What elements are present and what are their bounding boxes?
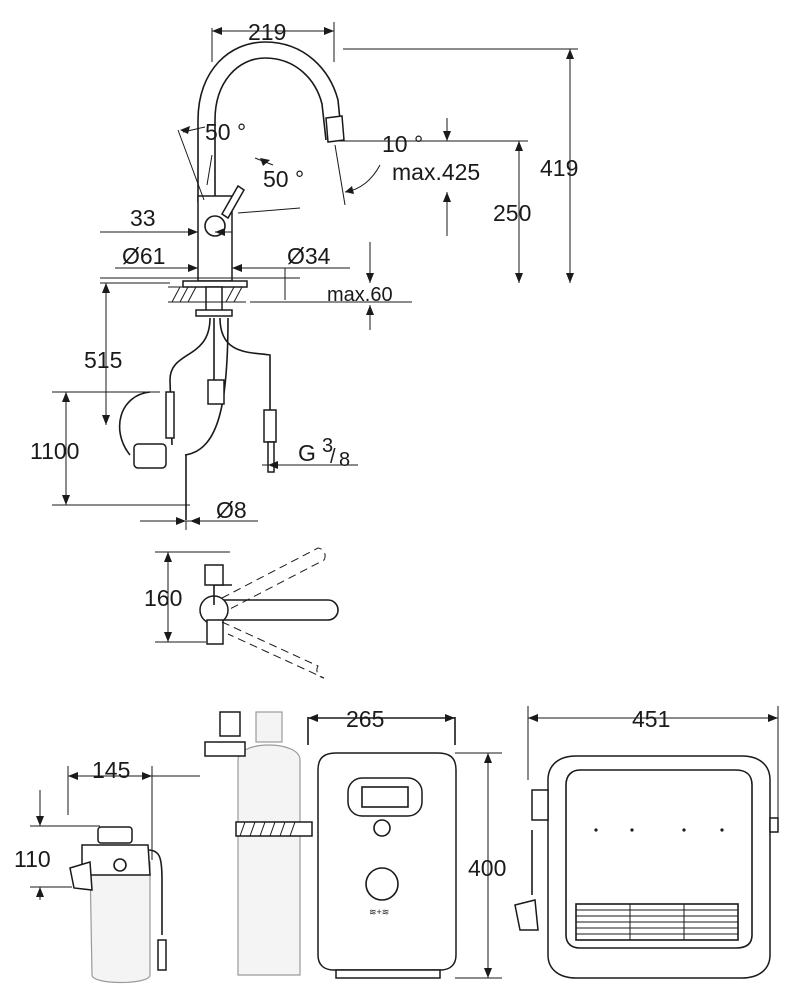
- dim-filter-145: 145: [92, 757, 130, 783]
- hose-assembly: [118, 317, 277, 520]
- dim-filter-110: 110: [14, 846, 51, 872]
- dim-depth-160: 160: [144, 585, 182, 611]
- thread-denominator: 8: [339, 449, 350, 471]
- dim-pipe-8: Ø8: [216, 497, 247, 523]
- dim-angle-50-side: 50 °: [263, 166, 304, 192]
- faucet-side-view: [168, 41, 345, 317]
- chiller-side: 451: [514, 706, 779, 979]
- dim-deck-60: max.60: [327, 284, 393, 306]
- co2-bottle: [204, 711, 313, 976]
- dim-angle-10: 10 °: [382, 131, 423, 157]
- dim-angle-50-top: 50 °: [205, 119, 246, 145]
- dim-reach-425: max.425: [392, 159, 480, 185]
- faucet-top-view: 160: [144, 547, 339, 679]
- thread-prefix: G: [298, 440, 316, 466]
- dim-diameter-34: Ø34: [287, 243, 331, 269]
- vent-grille: [575, 903, 739, 941]
- chiller-button-label: ≋+≋: [369, 907, 389, 917]
- chiller-front: 265 ≋+≋ 400: [307, 706, 506, 979]
- dim-height-419: 419: [540, 155, 578, 181]
- faucet-dimensions: 219 419 250 max.425 10 ° 50 ° 50 °: [30, 19, 578, 530]
- dim-chiller-265: 265: [346, 706, 384, 732]
- dim-hose-1100: 1100: [30, 438, 79, 464]
- thread-numerator: 3: [322, 435, 333, 457]
- deck-hatch: [168, 286, 246, 303]
- dim-chiller-400: 400: [468, 855, 506, 881]
- dim-diameter-61: Ø61: [122, 243, 165, 269]
- dim-spout-250: 250: [493, 200, 531, 226]
- dim-offset-33: 33: [130, 205, 156, 231]
- dim-width-219: 219: [248, 19, 286, 45]
- dim-chiller-451: 451: [632, 706, 670, 732]
- filter-head: 145 110: [14, 757, 200, 984]
- dim-hose-515: 515: [84, 347, 122, 373]
- svg-text:/: /: [330, 446, 336, 468]
